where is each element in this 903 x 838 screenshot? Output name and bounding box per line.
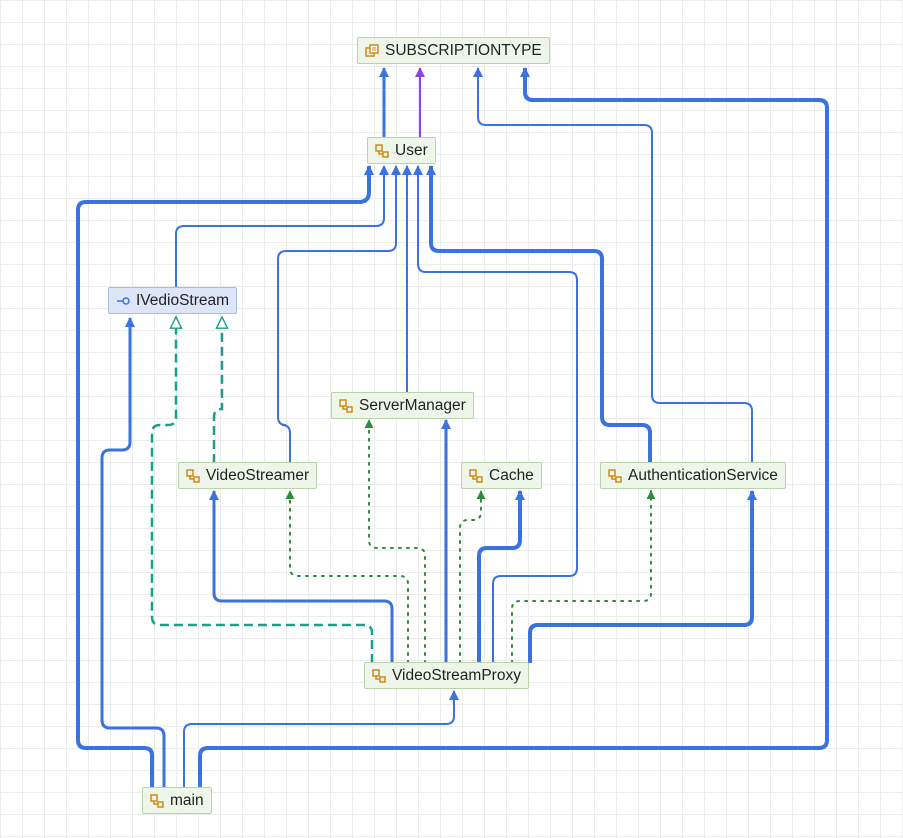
class-icon [150, 793, 164, 808]
class-icon [339, 398, 353, 413]
edge-authservice-to-subscriptiontype [473, 67, 753, 463]
node-label: IVedioStream [136, 291, 230, 309]
node-label: main [170, 791, 204, 809]
node-label: Cache [489, 466, 534, 484]
edge-main-to-subscriptiontype [198, 67, 829, 787]
edge-main-to-ivediostream [100, 317, 166, 787]
edge-videostreamproxy-to-cache [477, 490, 525, 663]
edge-videostreamproxy-dep-videostreamer [285, 490, 409, 664]
edge-videostreamproxy-to-videostreamer [209, 490, 394, 663]
node-videostreamer[interactable]: VideoStreamer [178, 462, 318, 489]
edge-videostreamproxy-dep-cache [459, 490, 486, 664]
node-label: VideoStreamer [206, 466, 310, 484]
edge-authservice-to-user [426, 165, 652, 463]
enum-icon [365, 43, 379, 58]
edge-videostreamproxy-to-user [413, 165, 578, 663]
edge-videostreamproxy-dep-servermanager [364, 419, 426, 664]
edge-main-to-user [76, 165, 374, 787]
edge-ivediostream-to-user [175, 165, 389, 288]
node-videostreamproxy[interactable]: VideoStreamProxy [364, 662, 529, 689]
edge-videostreamer-to-user [277, 165, 401, 463]
node-label: SUBSCRIPTIONTYPE [385, 41, 542, 59]
class-icon [608, 468, 622, 483]
edge-videostreamproxy-dep-authservice [511, 490, 656, 664]
node-label: AuthenticationService [628, 466, 778, 484]
edge-videostreamproxy-to-authservice [528, 490, 757, 663]
class-icon [375, 143, 389, 158]
edge-videostreamproxy-realizes-ivediostream [150, 317, 374, 663]
node-label: ServerManager [359, 396, 466, 414]
node-subscriptiontype[interactable]: SUBSCRIPTIONTYPE [357, 37, 550, 64]
node-user[interactable]: User [367, 137, 436, 164]
edge-main-to-videostreamproxy [183, 690, 459, 787]
node-main[interactable]: main [142, 787, 212, 814]
node-label: VideoStreamProxy [392, 666, 521, 684]
node-ivediostream[interactable]: IVedioStream [108, 287, 238, 314]
node-authenticationservice[interactable]: AuthenticationService [600, 462, 786, 489]
edge-videostreamer-realizes-ivediostream [212, 317, 222, 463]
class-icon [186, 468, 200, 483]
class-icon [372, 668, 386, 683]
interface-icon [116, 294, 130, 308]
node-label: User [395, 141, 428, 159]
node-cache[interactable]: Cache [461, 462, 542, 489]
node-servermanager[interactable]: ServerManager [331, 392, 474, 419]
class-icon [469, 468, 483, 483]
